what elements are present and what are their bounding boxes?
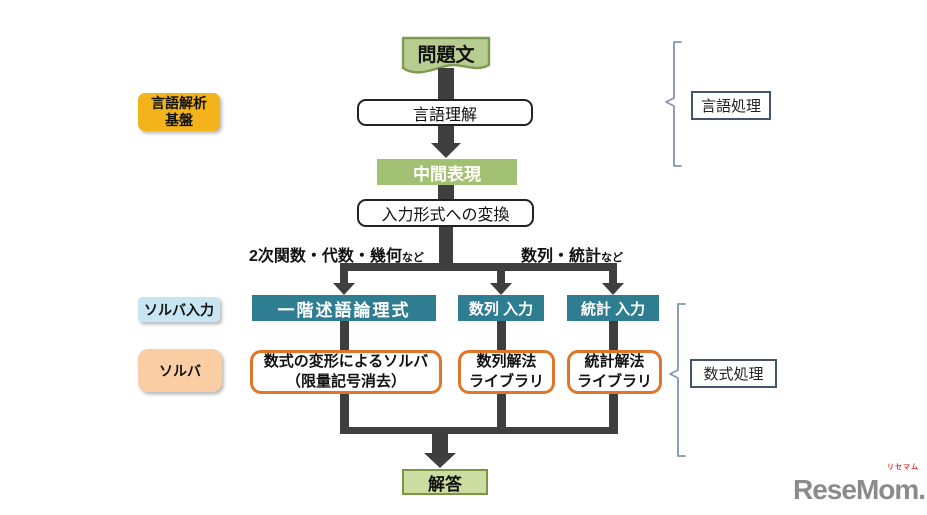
branch-label-right-text: 数列・統計 xyxy=(521,248,602,265)
sequence-input-node: 数列 入力 xyxy=(458,295,544,321)
transformation-solver-node: 数式の変形によるソルバ （限量記号消去） xyxy=(250,350,442,394)
branch-label-left-suffix: など xyxy=(401,252,424,264)
math-processing-label: 数式処理 xyxy=(690,359,777,388)
statistics-solver-line2: ライブラリ xyxy=(576,373,652,390)
language-processing-bracket xyxy=(665,41,682,167)
resemom-logo: リセマム ReseMom. xyxy=(793,462,926,508)
drop-stem-2 xyxy=(497,271,505,283)
branch-label-left: 2次関数・代数・幾何など xyxy=(249,242,424,266)
merge-horizontal-line xyxy=(340,427,618,434)
branch-label-right-suffix: など xyxy=(601,252,624,264)
connector-problem-to-understanding xyxy=(438,68,454,101)
branch-trunk xyxy=(439,227,453,268)
stub-teal-solver-3 xyxy=(609,321,618,350)
statistics-input-node: 統計 入力 xyxy=(567,295,659,321)
statistics-solver-line1: 統計解法 xyxy=(584,353,645,370)
transformation-solver-line1: 数式の変形によるソルバ xyxy=(263,353,429,370)
connector-intermediate-to-conversion xyxy=(438,185,454,200)
stub-teal-solver-1 xyxy=(340,321,349,350)
arrowhead-to-intermediate xyxy=(431,143,461,158)
solver-input-label: ソルバ入力 xyxy=(138,297,220,322)
intermediate-representation-node: 中間表現 xyxy=(377,159,517,185)
drop-stem-1 xyxy=(340,271,348,283)
sequence-solver-node: 数列解法 ライブラリ xyxy=(458,350,555,394)
drop-stem-3 xyxy=(609,271,617,283)
stub-solver-merge-3 xyxy=(609,394,618,428)
stub-solver-merge-1 xyxy=(340,394,349,428)
final-arrow-stem xyxy=(432,434,448,453)
drop-arrowhead-1 xyxy=(333,283,355,295)
problem-node: 問題文 xyxy=(417,44,475,66)
solver-label: ソルバ xyxy=(138,349,222,392)
resemom-logo-text: ReseMom. xyxy=(793,474,926,505)
input-conversion-node: 入力形式への変換 xyxy=(357,199,534,227)
answer-node: 解答 xyxy=(402,469,488,495)
sequence-solver-line2: ライブラリ xyxy=(468,373,544,390)
problem-document-shape xyxy=(401,36,491,74)
branch-label-right: 数列・統計など xyxy=(521,242,623,266)
branch-horizontal-line xyxy=(340,263,617,271)
final-arrowhead xyxy=(424,453,456,468)
math-processing-bracket xyxy=(669,303,686,457)
branch-label-left-text: 2次関数・代数・幾何 xyxy=(249,248,402,265)
resemom-logo-ruby: リセマム xyxy=(887,464,919,471)
connector-understanding-to-intermediate xyxy=(438,126,454,143)
statistics-solver-node: 統計解法 ライブラリ xyxy=(567,350,662,394)
stub-teal-solver-2 xyxy=(497,321,506,350)
transformation-solver-line2: （限量記号消去） xyxy=(285,373,406,390)
sequence-solver-line1: 数列解法 xyxy=(476,353,537,370)
first-order-logic-node: 一階述語論理式 xyxy=(252,295,436,321)
language-analysis-base-line2: 基盤 xyxy=(165,112,193,128)
drop-arrowhead-3 xyxy=(602,283,624,295)
drop-arrowhead-2 xyxy=(490,283,512,295)
language-analysis-base-line1: 言語解析 xyxy=(151,95,207,111)
language-processing-label: 言語処理 xyxy=(691,91,771,120)
stub-solver-merge-2 xyxy=(497,394,506,428)
language-understanding-node: 言語理解 xyxy=(357,99,533,126)
language-analysis-base-label: 言語解析 基盤 xyxy=(138,93,220,131)
